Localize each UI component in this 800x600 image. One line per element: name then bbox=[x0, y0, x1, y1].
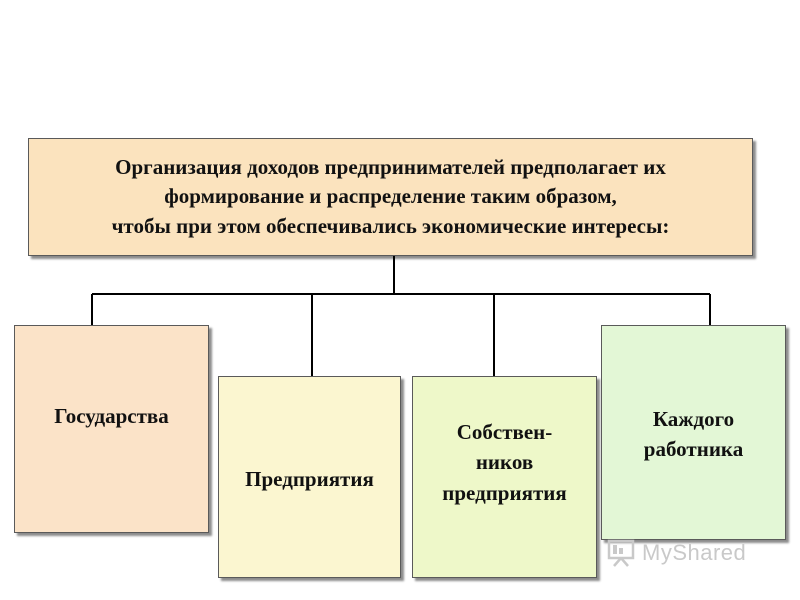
child-box-worker: Каждого работника bbox=[601, 325, 786, 540]
header-box: Организация доходов предпринимателей пре… bbox=[28, 138, 753, 256]
child-box-enterprise: Предприятия bbox=[218, 376, 401, 578]
child-box-state-label: Государства bbox=[54, 404, 169, 428]
child-box-owners-line-3: предприятия bbox=[442, 480, 567, 505]
watermark: MyShared bbox=[606, 538, 746, 568]
presentation-board-icon bbox=[607, 539, 635, 567]
watermark-text: MyShared bbox=[642, 540, 747, 565]
child-box-owners-line-2: ников bbox=[475, 450, 534, 475]
child-box-worker-line-1: Каждого bbox=[652, 407, 735, 431]
child-box-enterprise-label: Предприятия bbox=[245, 467, 374, 491]
header-line-3: чтобы при этом обеспечивались экономичес… bbox=[111, 213, 670, 238]
child-box-worker-line-2: работника bbox=[643, 437, 744, 462]
child-box-owners: Собствен- ников предприятия bbox=[412, 376, 597, 578]
header-line-2: формирование и распределение таким образ… bbox=[164, 184, 617, 209]
child-box-state: Государства bbox=[14, 325, 209, 533]
child-box-owners-line-1: Собствен- bbox=[456, 420, 553, 444]
header-line-1: Организация доходов предпринимателей пре… bbox=[115, 154, 666, 179]
